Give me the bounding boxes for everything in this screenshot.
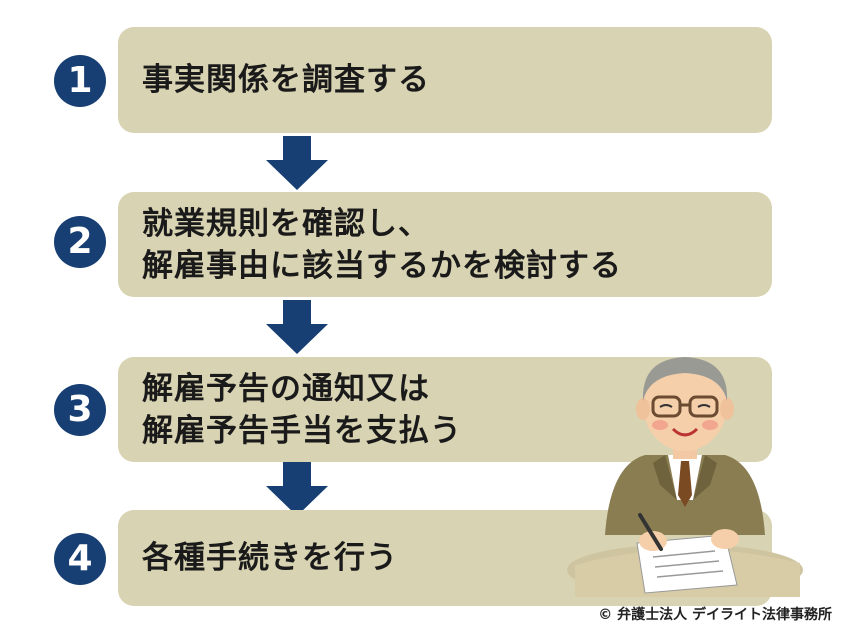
step-3-line-1: 解雇予告の通知又は xyxy=(142,370,430,407)
step-number-1: 1 xyxy=(54,55,106,107)
lawyer-illustration xyxy=(567,357,803,597)
step-box-1: 事実関係を調査する xyxy=(118,27,772,133)
step-4-line-1: 各種手続きを行う xyxy=(142,540,398,576)
step-3-line-2: 解雇予告手当を支払う xyxy=(142,412,462,449)
down-arrow-icon xyxy=(266,300,328,354)
step-number-4: 4 xyxy=(54,533,106,585)
step-number-3: 3 xyxy=(54,384,106,436)
step-2-line-2: 解雇事由に該当するかを検討する xyxy=(142,247,622,284)
step-box-2: 就業規則を確認し、 解雇事由に該当するかを検討する xyxy=(118,192,772,297)
step-number-2: 2 xyxy=(54,216,106,268)
copyright-credit: © 弁護士法人 デイライト法律事務所 xyxy=(598,607,832,623)
down-arrow-icon xyxy=(266,136,328,190)
step-2-line-1: 就業規則を確認し、 xyxy=(142,205,430,242)
down-arrow-icon xyxy=(266,462,328,516)
step-1-line-1: 事実関係を調査する xyxy=(142,62,430,98)
